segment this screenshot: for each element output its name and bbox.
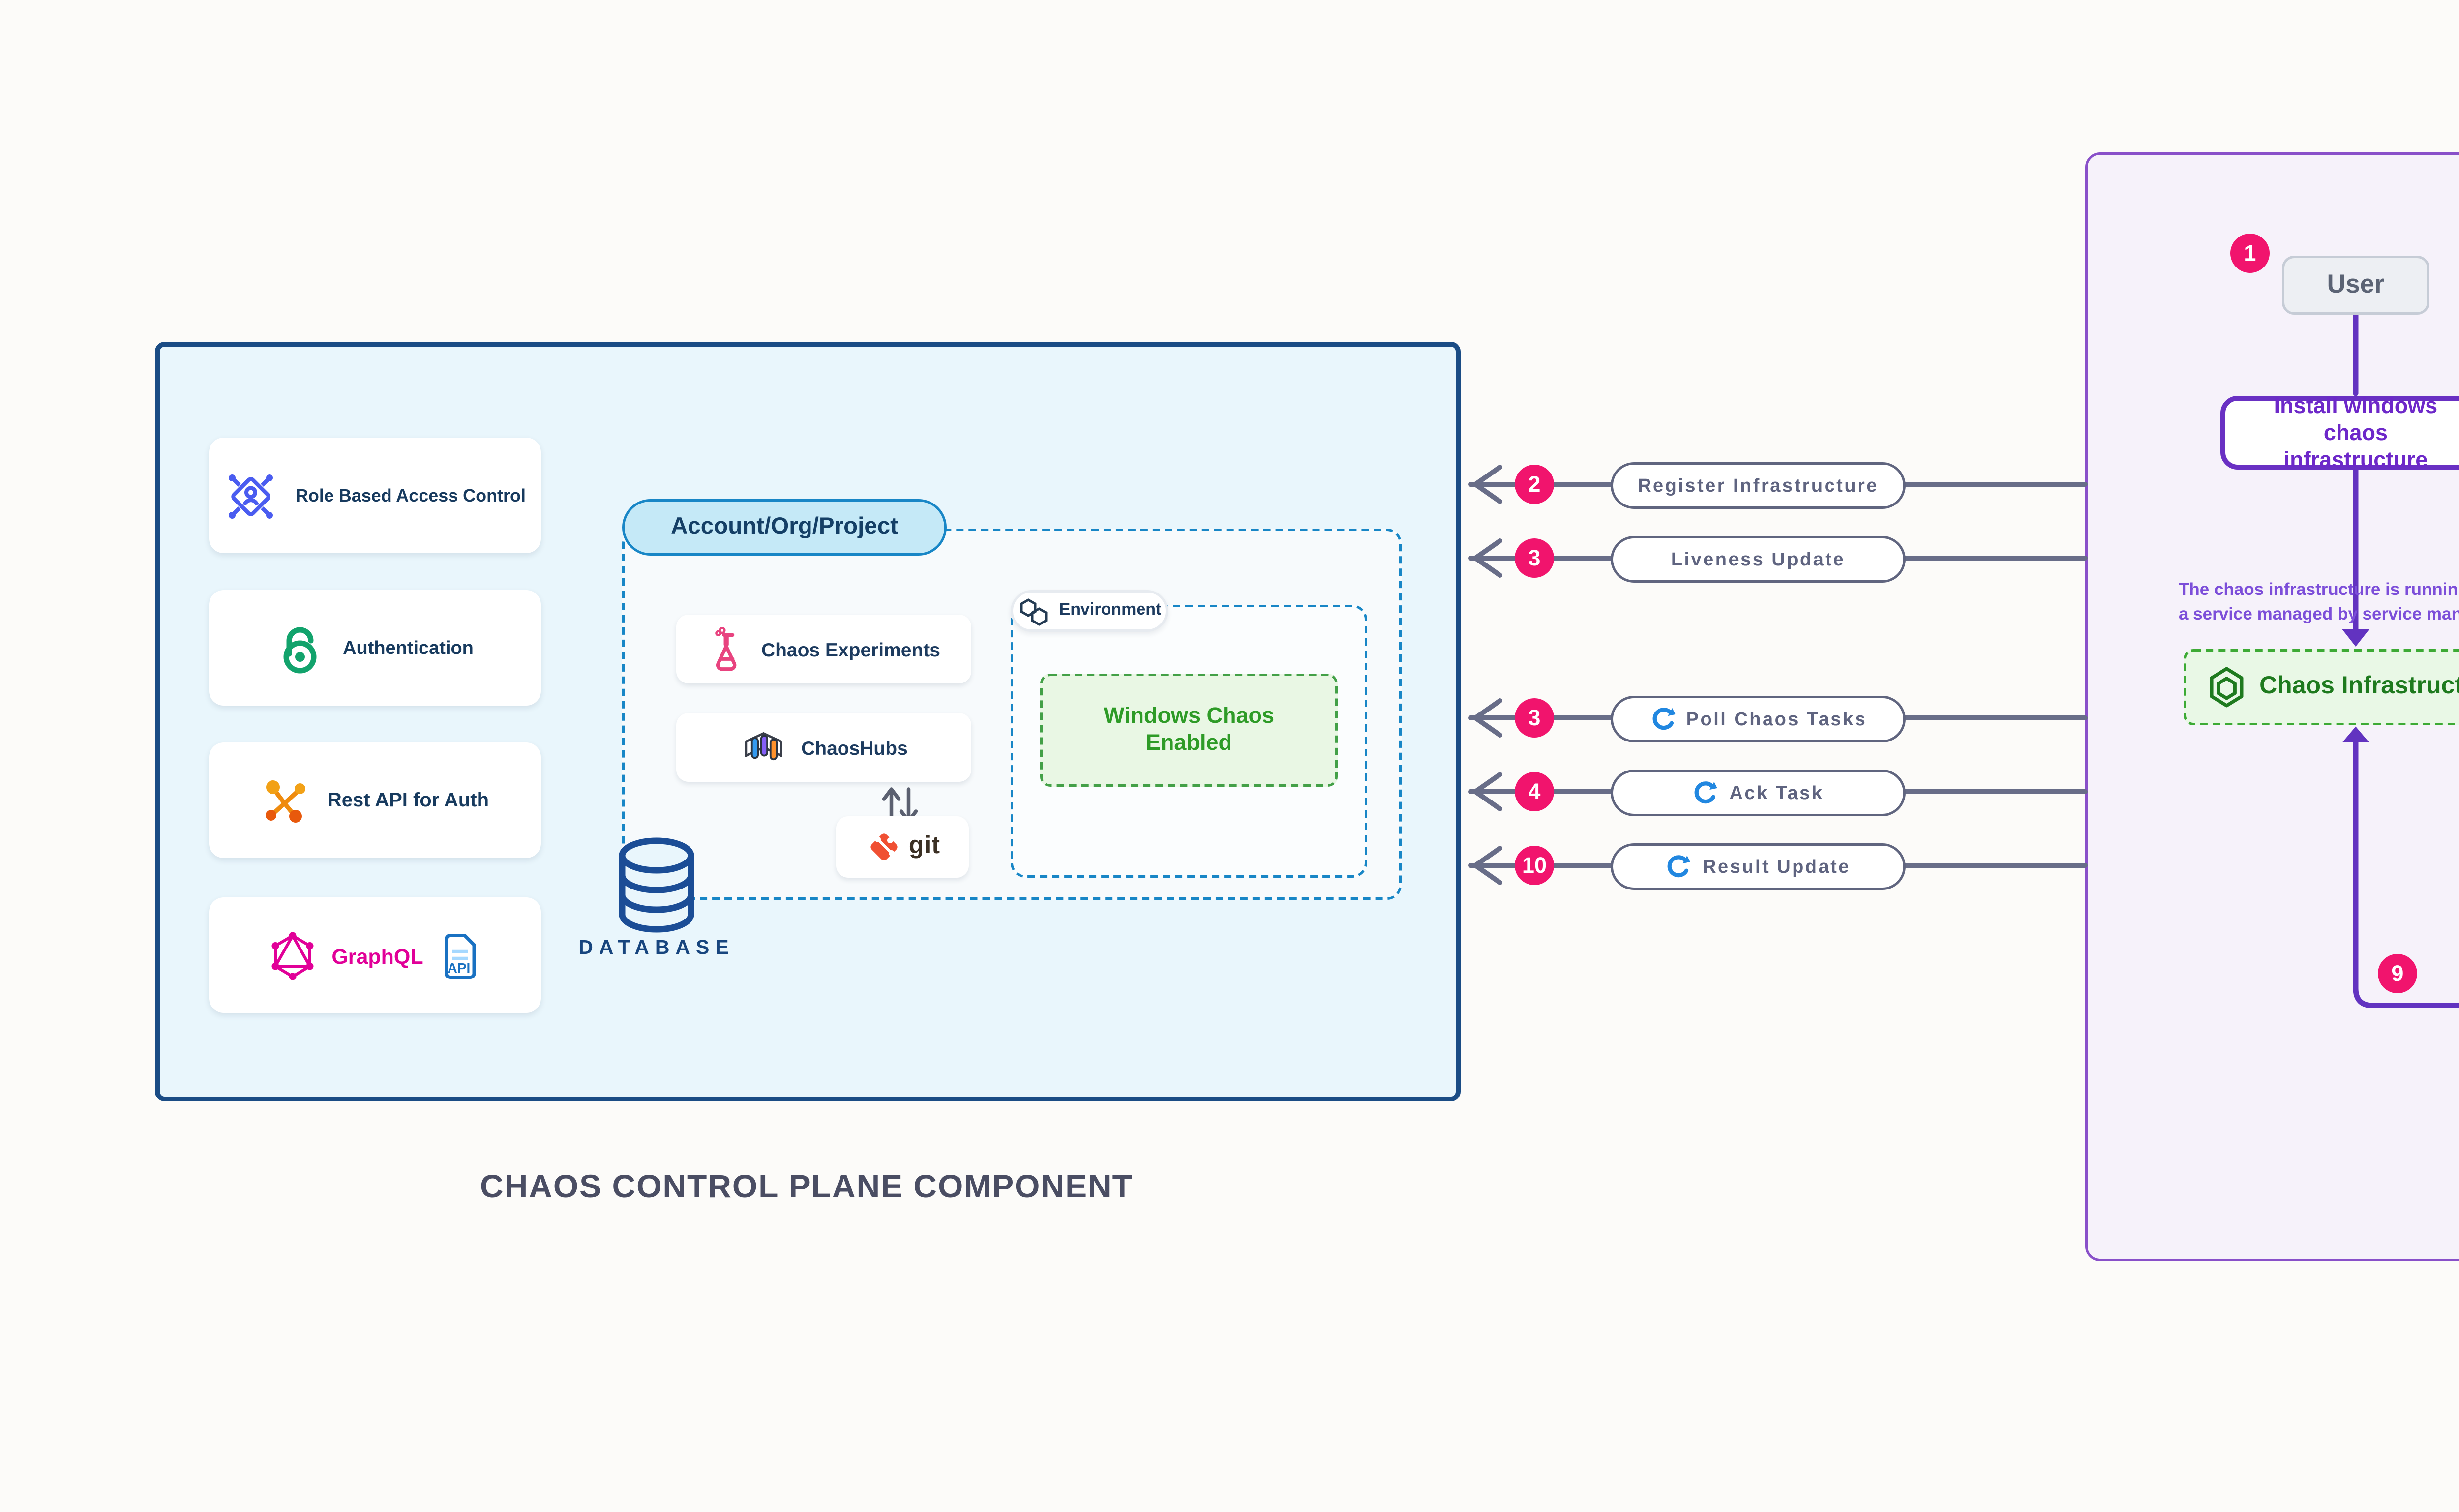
step-badge-9: 9 (2378, 954, 2417, 993)
step-badge-2: 2 (1515, 465, 1554, 504)
hexagons-icon (1020, 597, 1047, 625)
connector-pill-poll-chaos-tasks: Poll Chaos Tasks (1611, 694, 1906, 741)
step-badge-4: 4 (1515, 772, 1554, 811)
chaoshubs-card: ChaosHubs (676, 713, 971, 782)
service-card-authentication: Authentication (209, 590, 541, 706)
git-label: git (908, 833, 941, 860)
running-note: The chaos infrastructure is running and … (2179, 583, 2459, 623)
step-badge-1: 1 (2230, 234, 2270, 273)
chaoshubs-label: ChaosHubs (801, 736, 908, 759)
service-label: Rest API for Auth (327, 789, 489, 811)
service-card-graphql: GraphQL API (209, 897, 541, 1013)
database-cylinder-icon (619, 837, 694, 933)
connector-pill-ack-task: Ack Task (1611, 768, 1906, 815)
test-tube-rack-icon (744, 732, 782, 761)
connector-label: Register Infrastructure (1638, 473, 1879, 496)
account-org-project-pill: Account/Org/Project (622, 499, 947, 556)
sync-icon (1652, 706, 1675, 729)
api-document-icon: API (445, 932, 477, 978)
service-card-rbac: Role Based Access Control (209, 438, 541, 553)
service-label: Role Based Access Control (295, 484, 526, 506)
git-card: git (836, 816, 969, 878)
chaos-experiments-label: Chaos Experiments (761, 638, 940, 660)
service-card-rest-api: Rest API for Auth (209, 742, 541, 858)
service-label: Authentication (343, 637, 474, 659)
connector-label: Result Update (1703, 854, 1851, 877)
step-badge-3a: 3 (1515, 538, 1554, 578)
open-lock-icon (284, 626, 318, 673)
chaos-infrastructure-icon (2209, 667, 2243, 708)
sync-icon (1695, 780, 1718, 802)
windows-chaos-label: Windows Chaos Enabled (1103, 703, 1275, 755)
environment-label: Environment (1059, 602, 1162, 620)
connector-pill-result-update: Result Update (1611, 842, 1906, 889)
step-badge-3b: 3 (1515, 698, 1554, 738)
sync-icon (1668, 854, 1691, 876)
graphql-hexagon-icon (271, 931, 313, 979)
environment-pill: Environment (1011, 590, 1168, 632)
step-badge-10: 10 (1515, 846, 1554, 885)
flask-icon (714, 625, 736, 670)
chaos-infrastructure-label: Chaos Infrastructure (2259, 674, 2459, 701)
database-label: DATABASE (578, 937, 735, 959)
svg-text:API: API (448, 959, 471, 975)
execution-plane-title: CHAOS EXECUTION PLANE COMPONENT (2400, 1340, 2459, 1377)
connector-pill-register-infrastructure: Register Infrastructure (1611, 461, 1906, 508)
install-label: Install windows chaos infrastructure (2274, 392, 2438, 471)
branch-nodes-icon (266, 779, 306, 822)
connector-label: Ack Task (1729, 780, 1824, 803)
user-label: User (2327, 270, 2385, 300)
chaos-infrastructure-box: Chaos Infrastructure (2184, 649, 2459, 725)
rbac-chip-icon (229, 473, 273, 518)
user-box: User (2282, 256, 2429, 315)
chaos-experiments-card: Chaos Experiments (676, 615, 971, 683)
git-logo-icon (870, 833, 897, 860)
service-label: GraphQL (331, 943, 423, 968)
windows-chaos-enabled-box: Windows Chaos Enabled (1040, 674, 1338, 787)
account-pill-label: Account/Org/Project (671, 514, 898, 541)
connector-label: Liveness Update (1671, 547, 1846, 569)
control-plane-title: CHAOS CONTROL PLANE COMPONENT (480, 1168, 1133, 1205)
connector-pill-liveness-update: Liveness Update (1611, 534, 1906, 582)
connector-label: Poll Chaos Tasks (1686, 707, 1867, 729)
install-infrastructure-box: Install windows chaos infrastructure (2220, 392, 2459, 471)
